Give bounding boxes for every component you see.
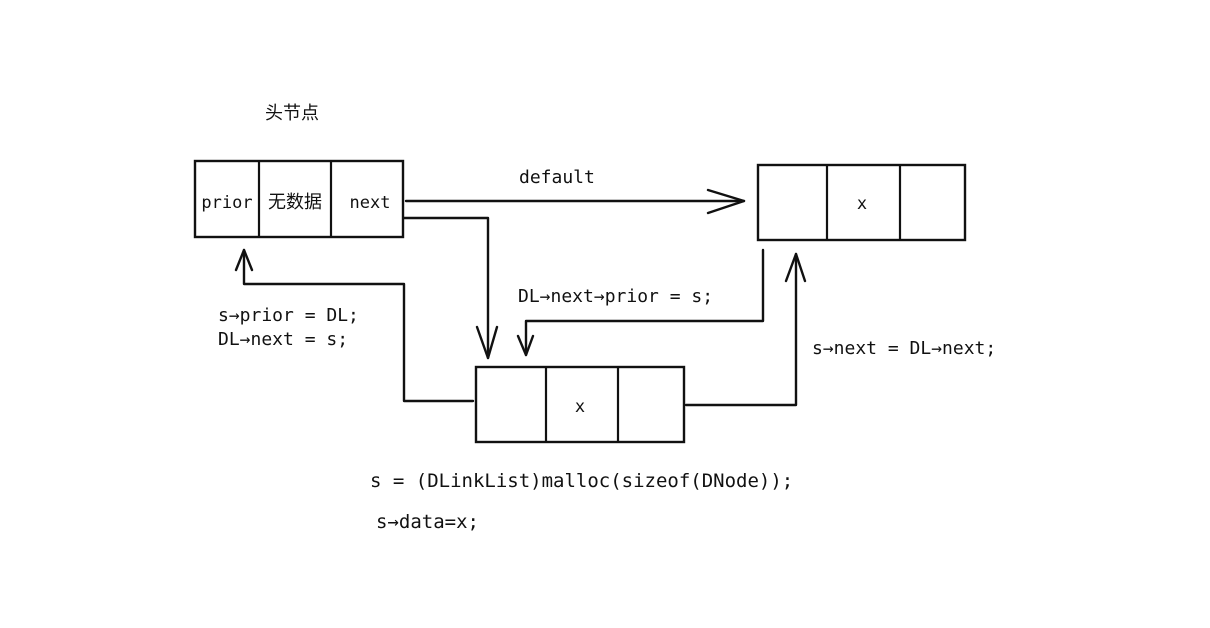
default-link-arrowhead bbox=[706, 188, 746, 215]
target-node-data-cell: x bbox=[857, 194, 867, 214]
target-prior-to-new-arrowhead bbox=[516, 334, 535, 357]
new-prior-to-head-arrow bbox=[234, 248, 475, 403]
head-node: prior 无数据 next bbox=[193, 159, 405, 239]
head-node-data-cell: 无数据 bbox=[268, 192, 322, 213]
new-node: x bbox=[474, 365, 686, 444]
default-link-label: default bbox=[519, 167, 595, 188]
target-node: x bbox=[756, 163, 967, 242]
new-prior-to-head-line bbox=[242, 248, 475, 403]
prior-link-label: DL→next→prior = s; bbox=[518, 286, 713, 307]
next-link-label: s→next = DL→next; bbox=[812, 338, 996, 359]
head-node-prior-cell: prior bbox=[201, 193, 252, 213]
new-node-data-cell: x bbox=[575, 397, 585, 417]
head-node-next-cell: next bbox=[350, 193, 391, 213]
head-node-box bbox=[193, 159, 405, 239]
head-to-new-arrow bbox=[402, 216, 499, 360]
head-to-new-line bbox=[402, 216, 490, 360]
head-node-caption: 头节点 bbox=[265, 103, 319, 124]
head-prior-label-line1: s→prior = DL; bbox=[218, 305, 359, 326]
new-next-to-target-line bbox=[684, 252, 798, 407]
head-to-new-arrowhead bbox=[475, 325, 499, 360]
malloc-code-line: s = (DLinkList)malloc(sizeof(DNode)); bbox=[370, 470, 793, 492]
new-next-to-target-arrow bbox=[684, 252, 807, 407]
target-node-box bbox=[756, 163, 967, 242]
default-link-arrow bbox=[404, 188, 746, 215]
target-prior-to-new-arrow bbox=[516, 248, 765, 357]
new-next-to-target-arrowhead bbox=[784, 252, 807, 283]
new-prior-to-head-arrowhead bbox=[234, 248, 254, 272]
target-prior-to-new-line bbox=[524, 248, 765, 357]
assign-code-line: s→data=x; bbox=[376, 511, 479, 533]
head-prior-label-line2: DL→next = s; bbox=[218, 329, 348, 350]
new-node-box bbox=[474, 365, 686, 444]
